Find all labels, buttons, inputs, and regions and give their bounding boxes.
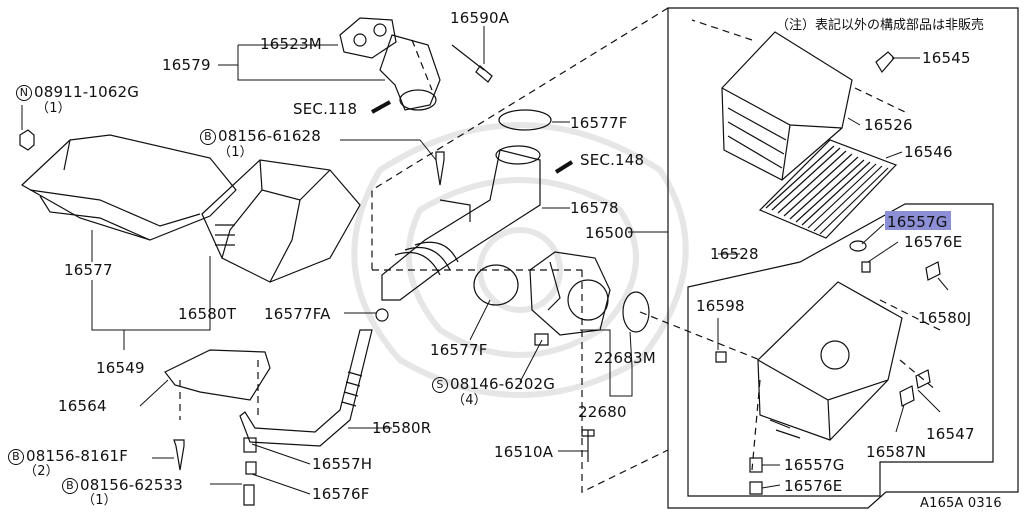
label-16547: 16547 (926, 425, 975, 443)
bolt-16510A (581, 429, 595, 462)
label-16577F-mid: 16577F (430, 341, 488, 359)
part-number: 08146-6202G (450, 375, 556, 393)
part-number: 08156-62533 (80, 476, 184, 494)
right-small-parts (715, 240, 941, 495)
group-frame-16500 (667, 7, 1019, 509)
case-16528 (757, 281, 903, 441)
qty-08156-61628: （1） (218, 145, 253, 160)
label-16576E-bottom: 16576E (784, 477, 843, 495)
label-16577: 16577 (64, 261, 113, 279)
screw-marker-icon: S (432, 377, 448, 393)
label-16557G-highlighted[interactable]: 16557G (887, 214, 948, 230)
hose-16580R (239, 329, 373, 447)
bolt-marker-icon: B (200, 129, 216, 145)
clamp-16577F-mid (473, 264, 519, 306)
airflow-meter-22680 (529, 251, 611, 336)
clamp-16577F-top (498, 109, 552, 131)
label-16526: 16526 (864, 116, 913, 134)
label-16577FA: 16577FA (264, 305, 331, 323)
label-16523M: 16523M (260, 35, 322, 53)
nut-marker-icon: N (16, 85, 32, 101)
part-number: 08156-8161F (26, 447, 129, 465)
bracket-16564 (164, 349, 271, 401)
label-16549: 16549 (96, 359, 145, 377)
duct-16577 (20, 134, 237, 241)
part-number: 08156-61628 (218, 127, 322, 145)
qty-08156-62533: （1） (82, 493, 117, 508)
label-16578: 16578 (570, 199, 619, 217)
filter-16546 (758, 139, 898, 239)
label-16587N: 16587N (866, 443, 927, 461)
plate-22683M (622, 291, 650, 333)
qty-08156-8161F: （2） (24, 464, 59, 479)
label-16579: 16579 (162, 56, 211, 74)
label-16576E-top: 16576E (904, 233, 963, 251)
elbow-16523M (339, 17, 441, 111)
label-16528: 16528 (710, 245, 759, 263)
label-16557H: 16557H (312, 455, 373, 473)
label-16576F: 16576F (312, 485, 370, 503)
part-number: 08911-1062G (34, 83, 140, 101)
qty-08146-6202G: （4） (452, 393, 487, 408)
bolt-marker-icon: B (8, 449, 24, 465)
label-sec118: SEC.118 (293, 100, 358, 118)
label-16510A: 16510A (494, 443, 554, 461)
search-highlight (885, 211, 951, 230)
arrow-sec148 (554, 160, 574, 174)
resonator-16580T (201, 159, 361, 283)
bolt-16590A (451, 44, 493, 83)
label-16580T: 16580T (178, 305, 237, 323)
cover-16526 (721, 31, 853, 181)
dashed-guides (179, 7, 941, 493)
bolt-marker-icon: B (62, 478, 78, 494)
label-16545: 16545 (922, 49, 971, 67)
label-16546: 16546 (904, 143, 953, 161)
label-16577F-top: 16577F (570, 114, 628, 132)
tag-16545 (875, 51, 895, 74)
highlighted-part-number[interactable]: 16557 (887, 213, 936, 231)
leader-lines (21, 26, 949, 495)
label-16564: 16564 (58, 397, 107, 415)
label-16580J: 16580J (918, 309, 972, 327)
label-16500: 16500 (585, 224, 634, 242)
hose-16578 (381, 145, 541, 301)
label-16580R: 16580R (372, 419, 432, 437)
label-16598: 16598 (696, 297, 745, 315)
label-16590A: 16590A (450, 9, 510, 27)
label-16557G-bottom: 16557G (784, 456, 845, 474)
arrow-sec118 (371, 100, 391, 114)
part-suffix: G (935, 213, 948, 231)
label-22680: 22680 (578, 403, 627, 421)
label-22683M: 22683M (594, 349, 656, 367)
qty-08911: （1） (36, 101, 71, 116)
group-frame-16528 (687, 203, 994, 497)
diagram-code: A165A 0316 (920, 496, 1002, 511)
label-sec148: SEC.148 (580, 151, 645, 169)
note-non-sale-parts: （注）表記以外の構成部品は非販売 (776, 18, 985, 33)
